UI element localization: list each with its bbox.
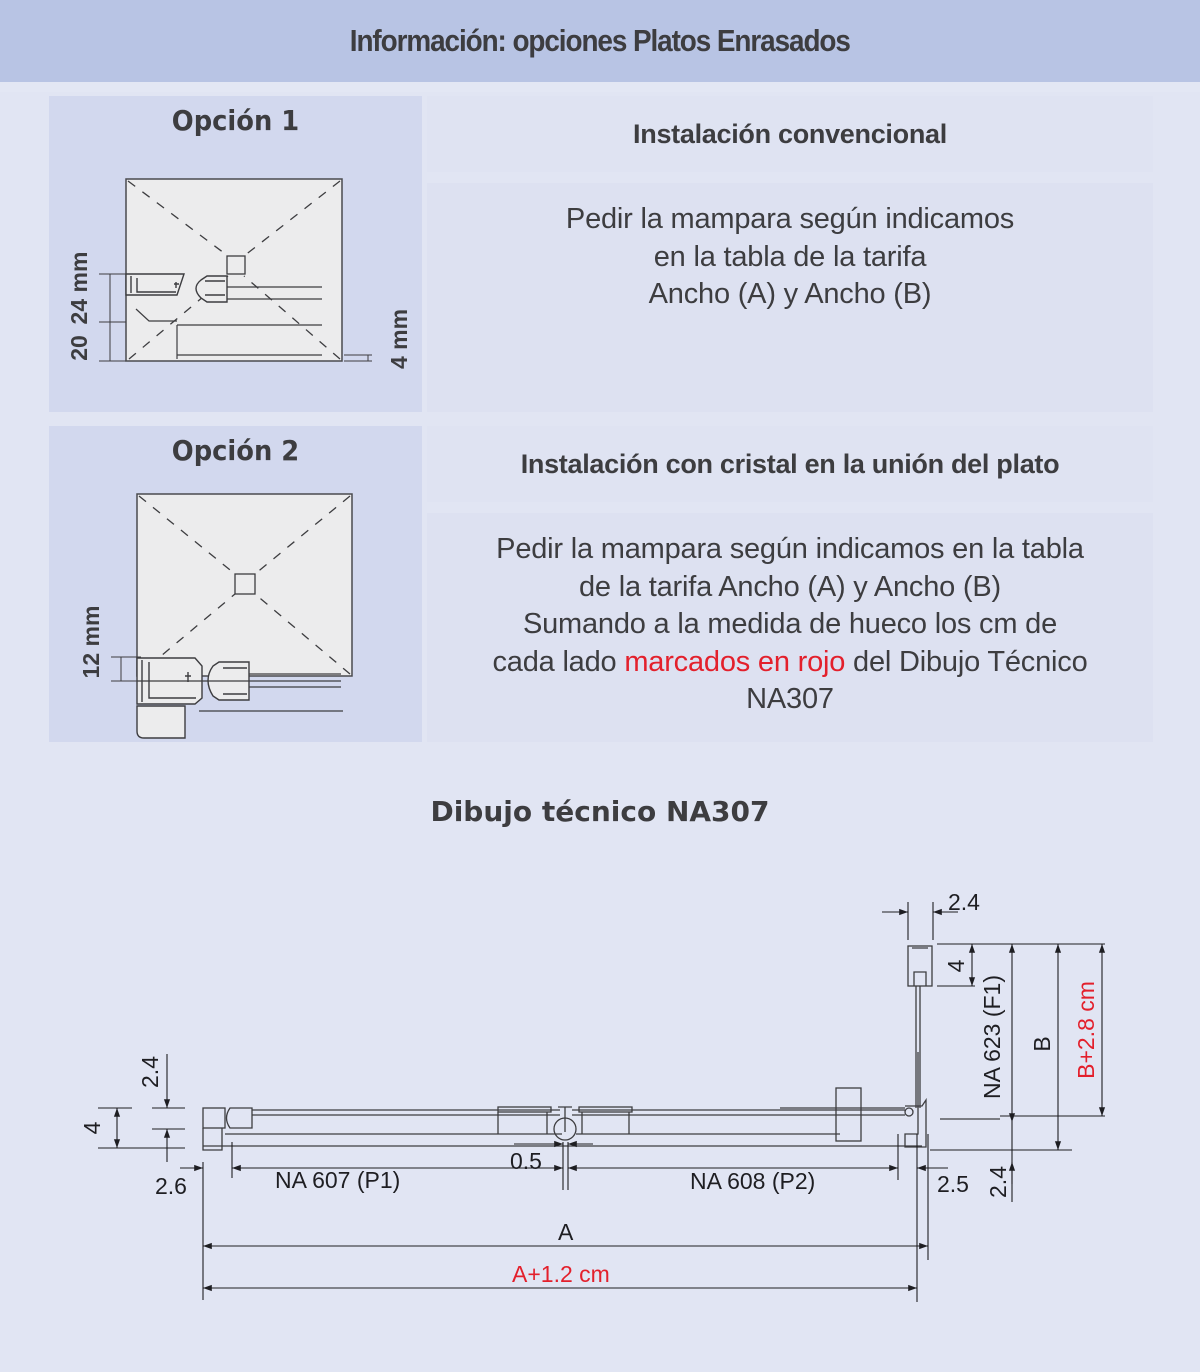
dim-fixed-panel: NA 623 (F1) — [979, 975, 1005, 1099]
option-2-heading: Instalación con cristal en la unión del … — [520, 448, 1060, 479]
handle-p1 — [497, 1106, 552, 1113]
option-1-diagram: 24 mm 20 4 mm — [66, 178, 412, 369]
dim-a: A — [558, 1219, 574, 1245]
technical-drawing: 2.4 4 NA 623 (F1) B B+2.8 cm 2.4 4 2.4 2… — [79, 889, 1106, 1302]
technical-drawing-title: Dibujo técnico NA307 — [430, 795, 770, 828]
dim-a-plus: A+1.2 cm — [512, 1261, 610, 1287]
option-1-description-line: Ancho (A) y Ancho (B) — [648, 278, 932, 310]
dim-left-gap: 2.6 — [155, 1173, 187, 1199]
option-2-description-line: cada lado marcados en rojo del Dibujo Té… — [427, 644, 1153, 682]
option-2-line4-suffix: del Dibujo Técnico — [845, 645, 1088, 678]
dimension-lines — [111, 656, 141, 682]
option-2-description-panel: Pedir la mampara según indicamos en la t… — [427, 513, 1153, 742]
dim-top-height: 4 — [943, 959, 969, 972]
dim-b-plus: B+2.8 cm — [1073, 981, 1099, 1079]
option-2-description-line: Sumando a la medida de hueco los cm de — [522, 608, 1058, 640]
page-header: Información: opciones Platos Enrasados — [0, 0, 1200, 82]
drain-slope-lines — [127, 180, 341, 360]
dimension-lines — [98, 902, 1106, 1302]
option-2-description-line: de la tarifa Ancho (A) y Ancho (B) — [579, 570, 1001, 603]
highlight-red-text: marcados en rojo — [624, 645, 846, 678]
glass-lines — [137, 673, 343, 712]
option-1-description-panel: Pedir la mampara según indicamos en la t… — [427, 183, 1153, 412]
left-wall-profile — [202, 1107, 226, 1129]
option-2-description-line: NA307 — [746, 683, 834, 715]
dim-24mm-label: 24 mm — [66, 252, 92, 325]
option-1-label: Opción 1 — [171, 104, 300, 137]
dim-left-offset: 2.4 — [137, 1056, 163, 1088]
dim-panel2: NA 608 (P2) — [690, 1168, 815, 1194]
drain-icon — [234, 573, 256, 595]
option-1-heading: Instalación convencional — [633, 118, 947, 149]
option-2-diagram-panel: Opción 2 12 mm — [49, 426, 422, 742]
top-wall-profile — [907, 945, 933, 987]
dim-left-height: 4 — [79, 1121, 105, 1134]
page-title: Información: opciones Platos Enrasados — [349, 23, 851, 58]
option-2-description-line: Pedir la mampara según indicamos en la t… — [496, 533, 1084, 565]
dim-panel1: NA 607 (P1) — [275, 1167, 400, 1193]
option-1-description-line: Pedir la mampara según indicamos — [565, 203, 1015, 235]
option-2-diagram: 12 mm — [78, 493, 353, 739]
dim-4mm-label: 4 mm — [386, 309, 412, 369]
dim-top-width: 2.4 — [948, 889, 980, 915]
dim-b: B — [1029, 1036, 1055, 1051]
wall-profile — [136, 657, 250, 739]
option-2-line4-prefix: cada lado — [492, 645, 625, 678]
dim-overlap: 0.5 — [510, 1148, 542, 1174]
wall-profile — [125, 273, 228, 303]
glass-lines — [135, 286, 322, 359]
dimension-lines — [99, 273, 372, 362]
option-1-diagram-panel: Opción 1 — [49, 96, 422, 412]
drain-slope-lines — [138, 495, 351, 675]
option-1-heading-panel: Instalación convencional — [427, 96, 1153, 172]
drain-icon — [226, 255, 246, 275]
dim-bottom-offset: 2.4 — [985, 1166, 1011, 1198]
option-1-description-line: en la tabla de la tarifa — [653, 240, 927, 273]
shower-enclosure-plan — [202, 945, 1000, 1151]
option-2-label: Opción 2 — [171, 434, 300, 467]
option-2-heading-panel: Instalación con cristal en la unión del … — [427, 426, 1153, 502]
towel-bar — [835, 1087, 862, 1142]
dim-12mm-label: 12 mm — [78, 606, 104, 679]
dim-right-gap: 2.5 — [937, 1171, 969, 1197]
header-divider — [0, 82, 1200, 92]
dim-20-label: 20 — [66, 335, 92, 361]
